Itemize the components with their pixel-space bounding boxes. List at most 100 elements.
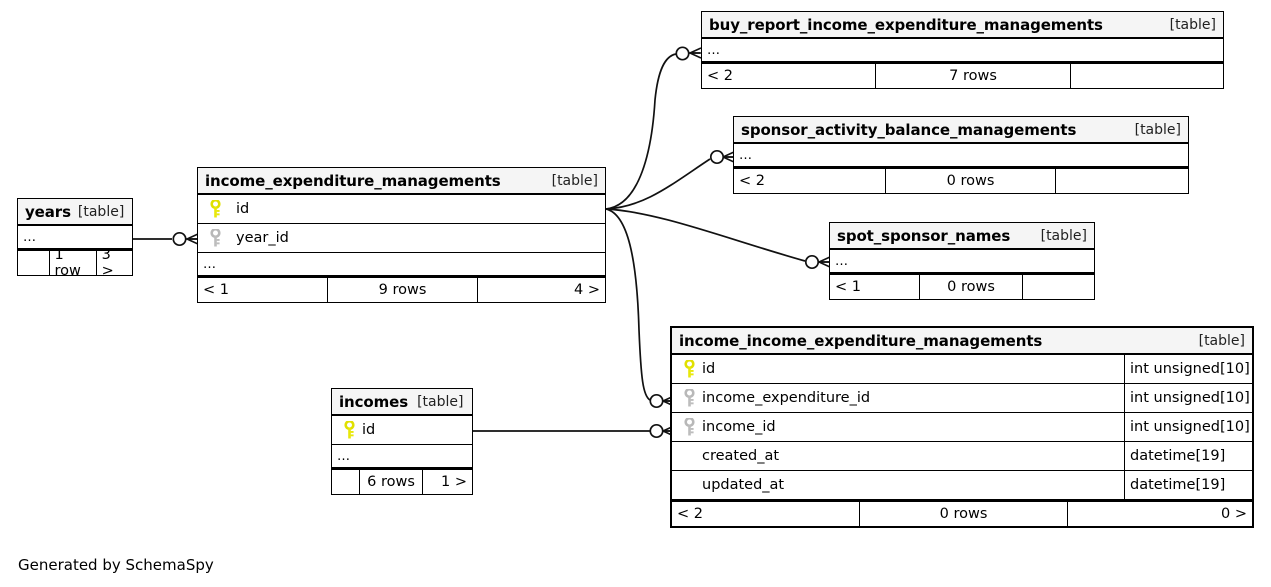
column-type: int unsigned[10] [1124, 413, 1252, 441]
table-kind-label: [table] [551, 172, 598, 189]
table-row[interactable]: id [198, 195, 605, 224]
table-footer: < 2 0 rows 0 > [672, 500, 1252, 526]
table-kind-label: [table] [1134, 121, 1181, 138]
footer-child-count[interactable]: 3 > [95, 247, 132, 279]
edge-ie-to-spot-sponsor [605, 208, 806, 262]
footer-row-count: 6 rows [359, 470, 422, 494]
table-header: spot_sponsor_names [table] [830, 223, 1094, 250]
column-name: updated_at [702, 477, 785, 493]
yellow-key-icon [338, 420, 360, 440]
table-footer: < 1 0 rows [830, 273, 1094, 299]
edge-endpoint-circle [675, 46, 690, 61]
ellipsis-label: … [707, 42, 721, 58]
footer-parent-count[interactable]: < 2 [707, 68, 733, 84]
footer-row-count: 7 rows [875, 64, 1070, 88]
table-row-ellipsis: … [830, 250, 1094, 273]
table-node-buy-report-income-expenditure-managements[interactable]: buy_report_income_expenditure_management… [701, 11, 1224, 89]
table-node-sponsor-activity-balance-managements[interactable]: sponsor_activity_balance_managements [ta… [733, 116, 1189, 194]
table-title: income_expenditure_managements [205, 171, 501, 190]
table-row[interactable]: income_id int unsigned[10] [672, 413, 1252, 442]
column-name: created_at [702, 448, 780, 464]
table-row-ellipsis: … [332, 445, 472, 468]
column-cell: income_expenditure_id [672, 384, 1124, 412]
column-cell: updated_at [672, 471, 1124, 499]
table-node-income-expenditure-managements[interactable]: income_expenditure_managements [table] i… [197, 167, 606, 303]
table-header: income_income_expenditure_managements [t… [672, 328, 1252, 355]
table-kind-label: [table] [1040, 227, 1087, 244]
edge-endpoint-circle [804, 254, 820, 270]
column-cell: created_at [672, 442, 1124, 470]
edge-endpoint-circle [649, 393, 664, 409]
column-type: int unsigned[10] [1124, 384, 1252, 412]
table-header: buy_report_income_expenditure_management… [702, 12, 1223, 39]
footer-parent-count[interactable]: < 1 [835, 279, 861, 295]
footer-child-count[interactable]: 4 > [477, 278, 605, 302]
generated-by-label: Generated by SchemaSpy [18, 556, 214, 574]
column-cell: year_id [198, 224, 605, 252]
column-name: income_id [702, 419, 776, 435]
table-row-ellipsis: … [734, 144, 1188, 167]
column-type: int unsigned[10] [1124, 355, 1252, 383]
edge-endpoint-circle [709, 149, 725, 165]
yellow-key-icon [204, 199, 226, 219]
table-kind-label: [table] [417, 393, 464, 410]
table-footer: < 1 9 rows 4 > [198, 276, 605, 302]
table-node-incomes[interactable]: incomes [table] id … 6 rows [331, 388, 473, 495]
footer-parent-count[interactable]: < 1 [203, 282, 229, 298]
footer-parent-count[interactable]: < 2 [677, 506, 703, 522]
footer-child-count[interactable]: 0 > [1067, 502, 1252, 526]
column-cell: id [672, 355, 1124, 383]
footer-child-count[interactable] [1055, 169, 1188, 193]
table-node-years[interactable]: years [table] … 1 row 3 > [17, 198, 133, 279]
table-header: income_expenditure_managements [table] [198, 168, 605, 195]
footer-parent-count[interactable]: < 2 [739, 173, 765, 189]
column-name: id [236, 201, 250, 217]
table-kind-label: [table] [1198, 332, 1245, 349]
column-name: id [702, 361, 716, 377]
column-cell: id [198, 195, 605, 223]
table-row-ellipsis: … [18, 226, 132, 249]
table-footer: < 2 0 rows [734, 167, 1188, 193]
table-title: spot_sponsor_names [837, 226, 1011, 245]
edge-endpoint-circle [649, 423, 664, 439]
column-type: datetime[19] [1124, 442, 1252, 470]
table-header: sponsor_activity_balance_managements [ta… [734, 117, 1188, 144]
table-kind-label: [table] [77, 203, 125, 220]
table-footer: 6 rows 1 > [332, 468, 472, 494]
footer-child-count[interactable] [1022, 275, 1094, 299]
table-row[interactable]: income_expenditure_id int unsigned[10] [672, 384, 1252, 413]
table-row[interactable]: year_id [198, 224, 605, 253]
table-row-ellipsis: … [702, 39, 1223, 62]
table-row[interactable]: id int unsigned[10] [672, 355, 1252, 384]
footer-row-count: 0 rows [885, 169, 1055, 193]
gray-key-icon [678, 417, 700, 437]
ellipsis-label: … [23, 229, 37, 245]
footer-parent-count[interactable] [332, 470, 359, 494]
gray-key-icon [678, 388, 700, 408]
edge-ie-to-buy-report [605, 53, 677, 210]
column-name: year_id [236, 230, 289, 246]
footer-row-count: 9 rows [327, 278, 477, 302]
edge-endpoint-circle [172, 231, 187, 247]
footer-parent-count[interactable] [18, 251, 49, 275]
table-row-ellipsis: … [198, 253, 605, 276]
table-node-income-income-expenditure-managements[interactable]: income_income_expenditure_managements [t… [670, 326, 1254, 528]
gray-key-icon [204, 228, 226, 248]
edge-ie-to-sponsor-activity [605, 158, 711, 210]
table-title: buy_report_income_expenditure_management… [709, 15, 1103, 34]
table-title: incomes [339, 392, 409, 411]
ellipsis-label: … [739, 147, 753, 163]
table-row[interactable]: created_at datetime[19] [672, 442, 1252, 471]
table-title: income_income_expenditure_managements [679, 331, 1043, 350]
yellow-key-icon [678, 359, 700, 379]
table-node-spot-sponsor-names[interactable]: spot_sponsor_names [table] … < 1 0 rows [829, 222, 1095, 300]
footer-child-count[interactable] [1070, 64, 1223, 88]
table-row[interactable]: updated_at datetime[19] [672, 471, 1252, 500]
table-title: years [25, 202, 71, 221]
footer-child-count[interactable]: 1 > [422, 470, 472, 494]
table-row[interactable]: id [332, 416, 472, 445]
column-name: id [362, 422, 376, 438]
ellipsis-label: … [337, 448, 351, 464]
column-name: income_expenditure_id [702, 390, 871, 406]
